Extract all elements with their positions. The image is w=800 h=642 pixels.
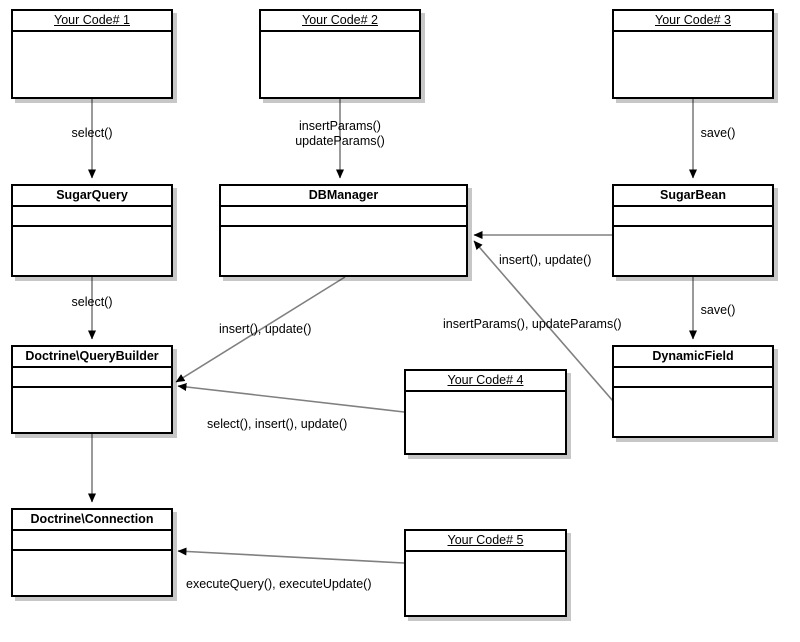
uml-class-operations (614, 227, 772, 275)
uml-class-title: Your Code# 4 (406, 371, 565, 392)
uml-class-querybuilder[interactable]: Doctrine\QueryBuilder (11, 345, 173, 434)
uml-class-title: Doctrine\QueryBuilder (13, 347, 171, 368)
edge-label-e3: save() (700, 126, 736, 140)
uml-class-operations (406, 412, 565, 453)
uml-class-title: Your Code# 3 (614, 11, 772, 32)
uml-class-attributes (13, 32, 171, 52)
uml-class-title: Doctrine\Connection (13, 510, 171, 531)
uml-class-title: DynamicField (614, 347, 772, 368)
uml-class-operations (13, 52, 171, 97)
uml-class-dynamicfield[interactable]: DynamicField (612, 345, 774, 438)
edge-label-e1: select() (71, 126, 113, 140)
uml-class-operations (221, 227, 466, 275)
edge-label-e7: insert(), update() (219, 322, 312, 336)
uml-class-attributes (13, 207, 171, 227)
uml-class-attributes (406, 552, 565, 572)
uml-class-attributes (13, 368, 171, 388)
edge-label-e4: select() (71, 295, 113, 309)
uml-class-title: Your Code# 1 (13, 11, 171, 32)
uml-class-sugarbean[interactable]: SugarBean (612, 184, 774, 277)
uml-class-code2[interactable]: Your Code# 2 (259, 9, 421, 99)
uml-class-title: Your Code# 2 (261, 11, 419, 32)
uml-class-code1[interactable]: Your Code# 1 (11, 9, 173, 99)
uml-class-attributes (614, 207, 772, 227)
uml-class-code5[interactable]: Your Code# 5 (404, 529, 567, 617)
edge-label-e2: insertParams() updateParams() (295, 119, 385, 148)
uml-class-operations (406, 572, 565, 615)
edge-label-e11: executeQuery(), executeUpdate() (186, 577, 372, 591)
uml-class-attributes (261, 32, 419, 52)
uml-class-code3[interactable]: Your Code# 3 (612, 9, 774, 99)
uml-class-dbmanager[interactable]: DBManager (219, 184, 468, 277)
uml-class-connection[interactable]: Doctrine\Connection (11, 508, 173, 597)
uml-class-attributes (221, 207, 466, 227)
uml-class-operations (13, 227, 171, 275)
edge-e11 (177, 547, 405, 564)
uml-class-operations (614, 388, 772, 436)
uml-class-sugarquery[interactable]: SugarQuery (11, 184, 173, 277)
uml-class-attributes (614, 368, 772, 388)
uml-class-title: SugarQuery (13, 186, 171, 207)
uml-class-title: Your Code# 5 (406, 531, 565, 552)
uml-class-code4[interactable]: Your Code# 4 (404, 369, 567, 455)
uml-class-attributes (13, 531, 171, 551)
edge-label-e8: insertParams(), updateParams() (443, 317, 622, 331)
uml-class-operations (261, 52, 419, 97)
uml-class-title: SugarBean (614, 186, 772, 207)
edge-label-e9: select(), insert(), update() (207, 417, 348, 431)
edge-e9 (177, 382, 405, 413)
uml-class-attributes (614, 32, 772, 52)
edge-label-e5: insert(), update() (499, 253, 592, 267)
edge-label-e6: save() (700, 303, 736, 317)
uml-class-title: DBManager (221, 186, 466, 207)
uml-class-operations (614, 52, 772, 97)
uml-class-operations (13, 551, 171, 595)
uml-class-attributes (406, 392, 565, 412)
uml-class-operations (13, 388, 171, 432)
